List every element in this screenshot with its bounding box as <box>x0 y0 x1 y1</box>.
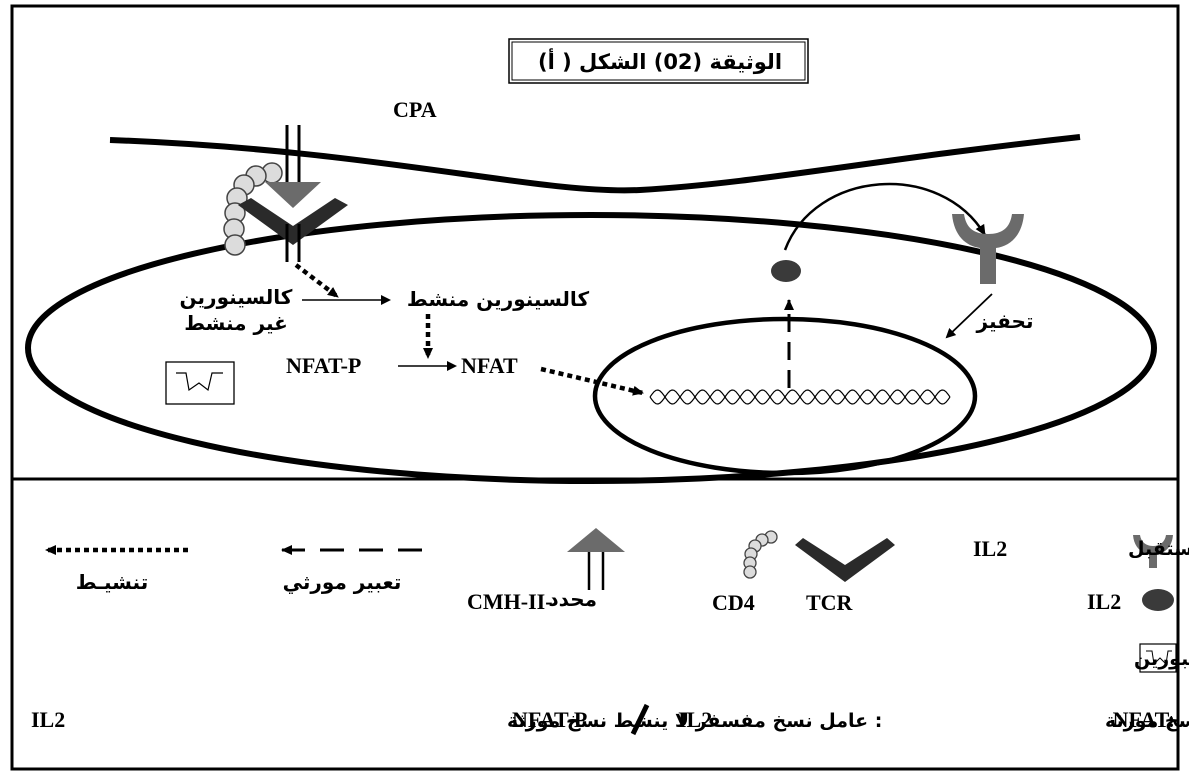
cpa-label: CPA <box>393 97 437 122</box>
legend-cd4-label: CD4 <box>712 590 755 615</box>
legend-receptor-suffix: مستقبل <box>1128 538 1189 560</box>
calcineurin-active: كالسينورين منشط <box>407 287 590 311</box>
legend-cmh-arabic: محدد <box>548 587 597 611</box>
tcr-molecule <box>238 198 348 262</box>
cpa-membrane <box>109 134 1081 194</box>
legend-receptor-prefix: IL2 <box>973 536 1007 561</box>
legend-nfat-lead: NFAT: <box>1113 707 1175 732</box>
legend-cd4-icon <box>743 530 778 579</box>
legend-receptor-icon <box>1133 535 1173 568</box>
il2-molecule <box>771 260 801 282</box>
legend-tcr-label: TCR <box>806 590 854 615</box>
legend-activation-label: تنشيـط <box>76 570 148 594</box>
legend-cmh-icon <box>567 528 625 590</box>
legend-il2-icon <box>1142 589 1174 611</box>
secretion-arrow <box>783 182 987 251</box>
stimulation-arrow <box>945 293 993 339</box>
legend-cyclophilin-text: السيكلوفيلين : أنزيم يعمل على تثبيط الكا… <box>1134 646 1189 670</box>
nfat-p-label: NFAT-P <box>286 353 361 378</box>
dna-helix <box>649 389 951 405</box>
calcineurin-inactive-line1: كالسينورين <box>180 285 293 309</box>
stimulation-label: تحفيز <box>976 309 1034 333</box>
legend-separator-slash <box>630 703 650 736</box>
legend-tcr-icon <box>795 538 895 582</box>
legend-cmh-latin: CMH-II- <box>467 589 553 614</box>
cd4-molecule <box>223 162 283 256</box>
cyclophilin-icon <box>165 361 235 405</box>
nfat-label: NFAT <box>461 353 518 378</box>
legend-nfatp-text: : عامل نسخ مفسفر لا ينشط نسخ مورثة <box>507 710 882 732</box>
legend-cyclophilin-icon <box>1139 643 1177 673</box>
nucleus <box>592 316 978 476</box>
t-cell-membrane <box>25 212 1157 484</box>
legend-nfatp-lead: NFAT-P <box>512 707 587 732</box>
legend-il2-label: IL2 <box>1087 589 1121 614</box>
calcineurin-inactive-line2: غير منشط <box>184 311 288 335</box>
activation-arrow-tcr <box>294 263 340 299</box>
activation-arrow-nfat <box>540 366 644 396</box>
il2-receptor <box>952 214 1024 284</box>
svg-text:الوثيقة (02) الشكل ( أ): الوثيقة (02) الشكل ( أ) <box>538 47 782 74</box>
legend-gene-expression-label: تعبير مورثي <box>283 570 402 595</box>
legend-nfatp-gene: IL2 <box>31 707 65 732</box>
legend-nfat-text: عامل نسخ يحفز نسخ مورثة <box>1105 710 1189 732</box>
cmh-ii-molecule <box>265 125 321 208</box>
figure-title: الوثيقة (02) الشكل ( أ) <box>508 38 809 84</box>
legend-nfat-gene: IL2 <box>678 707 712 732</box>
